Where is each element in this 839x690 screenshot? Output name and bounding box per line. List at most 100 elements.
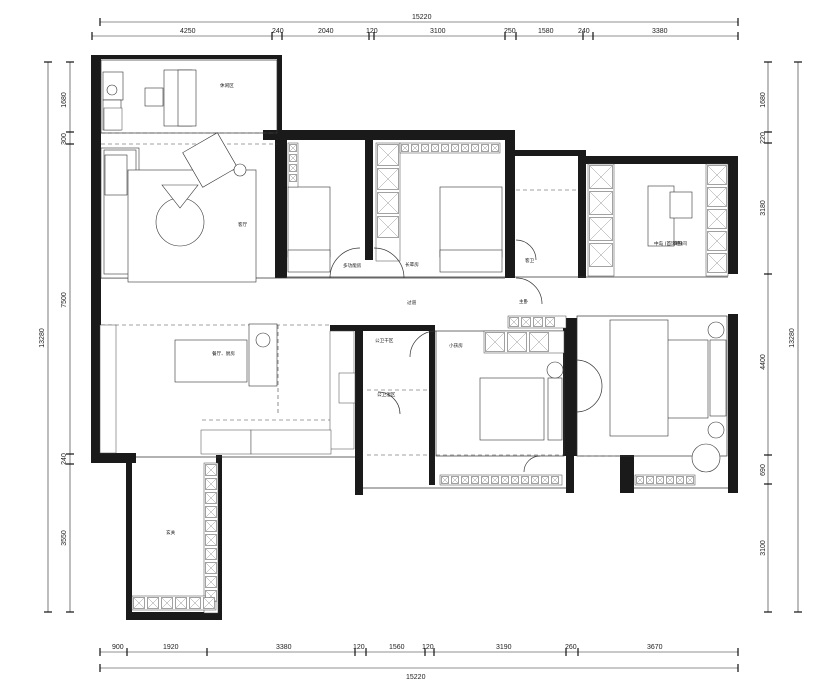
cabinet-cross [451,144,459,152]
label-living: 客厅 [238,221,248,228]
cabinet-cross [507,332,527,352]
cabinet-cross [205,534,217,546]
left-dimension-chain: 1680 300 7500 240 3550 13280 [39,61,74,613]
right-total-label: 13280 [789,328,796,348]
top-total-label: 15220 [412,14,432,21]
cabinet-cross [411,144,419,152]
cabinet-cross [441,476,449,484]
walls [91,55,738,620]
bottom-dimension-chain: 900 1920 3380 120 1560 120 3190 260 3670… [99,644,739,681]
cabinet-cross [481,144,489,152]
cabinet-cross [656,476,664,484]
right-dimension-chain: 1680 220 3180 4400 690 3100 13280 [760,61,802,613]
right-seg-6: 3100 [760,540,767,556]
cabinet-cross [133,597,145,609]
right-seg-2: 220 [760,132,767,144]
cabinet-cross [491,144,499,152]
cabinet-rows [131,142,729,614]
left-seg-1: 1680 [61,92,68,108]
cabinet-cross [646,476,654,484]
cabinet-cross [521,476,529,484]
cabinet-cross [461,144,469,152]
cabinet-cross [589,243,613,267]
bottom-seg-7: 3190 [496,644,512,651]
left-total-label: 13280 [39,328,46,348]
label-cloakroom: 衣帽间 [673,240,687,247]
cabinet-cross [707,187,727,207]
cabinet-cross [377,216,399,238]
label-multi-room: 多功能房 [343,262,362,269]
cabinet-cross [289,164,297,172]
dining-furniture [99,323,356,455]
cabinet-cross [707,231,727,251]
cabinet-cross [377,168,399,190]
living-furniture [100,132,257,283]
top-seg-1: 4250 [180,28,196,35]
cabinet-cross [491,476,499,484]
cabinet-cross [521,317,531,327]
cabinet-cross [205,562,217,574]
bottom-seg-2: 1920 [163,644,179,651]
cabinet-cross [686,476,694,484]
door-swings [329,239,603,473]
cabinet-cross [289,154,297,162]
label-wardrobe: 中岛 (首饰柜) [654,240,682,247]
bottom-seg-8: 260 [565,644,577,651]
cabinet-cross [289,174,297,182]
cabinet-cross [545,317,555,327]
top-seg-5: 3100 [430,28,446,35]
label-dining: 餐厅、厨房 [212,350,235,357]
cabinet-cross [205,492,217,504]
top-dimension-chain: 15220 4250 240 2040 120 3100 250 1580 24… [91,14,739,40]
cabinet-cross [676,476,684,484]
cabinet-cross [161,597,173,609]
cabinet-cross [377,144,399,166]
top-seg-6: 250 [504,28,516,35]
top-seg-8: 240 [578,28,590,35]
right-seg-4: 4400 [760,354,767,370]
cabinet-cross [205,576,217,588]
left-seg-2: 300 [61,133,68,145]
cabinet-cross [451,476,459,484]
label-wet-area: 公卫湿区 [377,391,396,398]
cabinet-cross [205,548,217,560]
label-dry-area: 公卫干区 [375,338,394,344]
cabinet-cross [707,253,727,273]
cabinet-cross [501,476,509,484]
cabinet-cross [533,317,543,327]
cabinet-cross [481,476,489,484]
cabinet-cross [541,476,549,484]
top-seg-7: 1580 [538,28,554,35]
room-labels: 休闲区 客厅 多功能房 长辈房 客卫 衣帽间 中岛 (首饰柜) 过道 主卧 餐厅… [166,82,687,536]
cabinet-cross [175,597,187,609]
cabinet-cross [531,476,539,484]
left-seg-4: 240 [61,453,68,465]
cabinet-cross [589,191,613,215]
cabinet-cross [377,192,399,214]
right-seg-5: 690 [760,464,767,476]
label-corridor: 过道 [407,299,417,306]
cabinet-cross [205,478,217,490]
cabinet-cross [485,332,505,352]
cabinet-cross [441,144,449,152]
cabinet-cross [666,476,674,484]
cabinet-cross [431,144,439,152]
right-seg-1: 1680 [760,92,767,108]
cabinet-cross [636,476,644,484]
cabinet-cross [471,144,479,152]
right-seg-3: 3180 [760,200,767,216]
cabinet-cross [203,597,215,609]
top-seg-9: 3380 [652,28,668,35]
cabinet-cross [461,476,469,484]
label-guest-bath: 客卫 [525,257,535,264]
cabinet-cross [551,476,559,484]
cabinet-cross [589,165,613,189]
top-seg-2: 240 [272,28,284,35]
label-elder-room: 长辈房 [405,261,419,268]
left-seg-5: 3550 [61,530,68,546]
top-seg-3: 2040 [318,28,334,35]
bottom-seg-5: 1560 [389,644,405,651]
cabinet-cross [147,597,159,609]
bottom-seg-3: 3380 [276,644,292,651]
